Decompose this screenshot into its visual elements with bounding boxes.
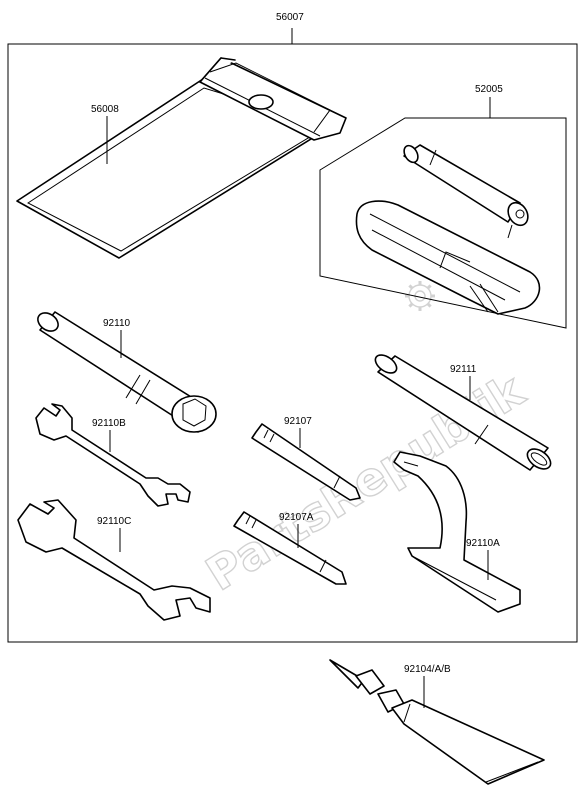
label-92111: 92111 (450, 364, 477, 375)
label-92110C: 92110C (97, 516, 131, 527)
grease-tube (329, 659, 545, 785)
open-wrench-large (17, 499, 211, 621)
pump-inset-frame (319, 117, 567, 329)
label-92107A: 92107A (279, 512, 314, 523)
tool-bag (16, 57, 347, 259)
box-wrench (37, 311, 217, 433)
label-92107: 92107 (284, 416, 312, 427)
label-52005: 52005 (475, 84, 503, 95)
hook-spanner (393, 451, 521, 613)
label-56007: 56007 (276, 12, 304, 23)
wrench-handle (374, 354, 552, 471)
open-wrench-small (35, 403, 191, 507)
watermark-text: PartsRepublik (197, 362, 535, 601)
air-pump (403, 144, 529, 239)
screwdriver-bit-alt (233, 511, 347, 585)
label-92104: 92104/A/B (404, 664, 451, 675)
watermark-logo: PartsRepublik (196, 281, 535, 602)
gear-icon (405, 281, 435, 311)
screwdriver-bit (251, 423, 361, 501)
label-92110: 92110 (103, 318, 131, 329)
label-56008: 56008 (91, 104, 119, 115)
label-92110B: 92110B (92, 418, 126, 429)
pump-pouch (355, 200, 541, 315)
label-92110A: 92110A (466, 538, 500, 549)
